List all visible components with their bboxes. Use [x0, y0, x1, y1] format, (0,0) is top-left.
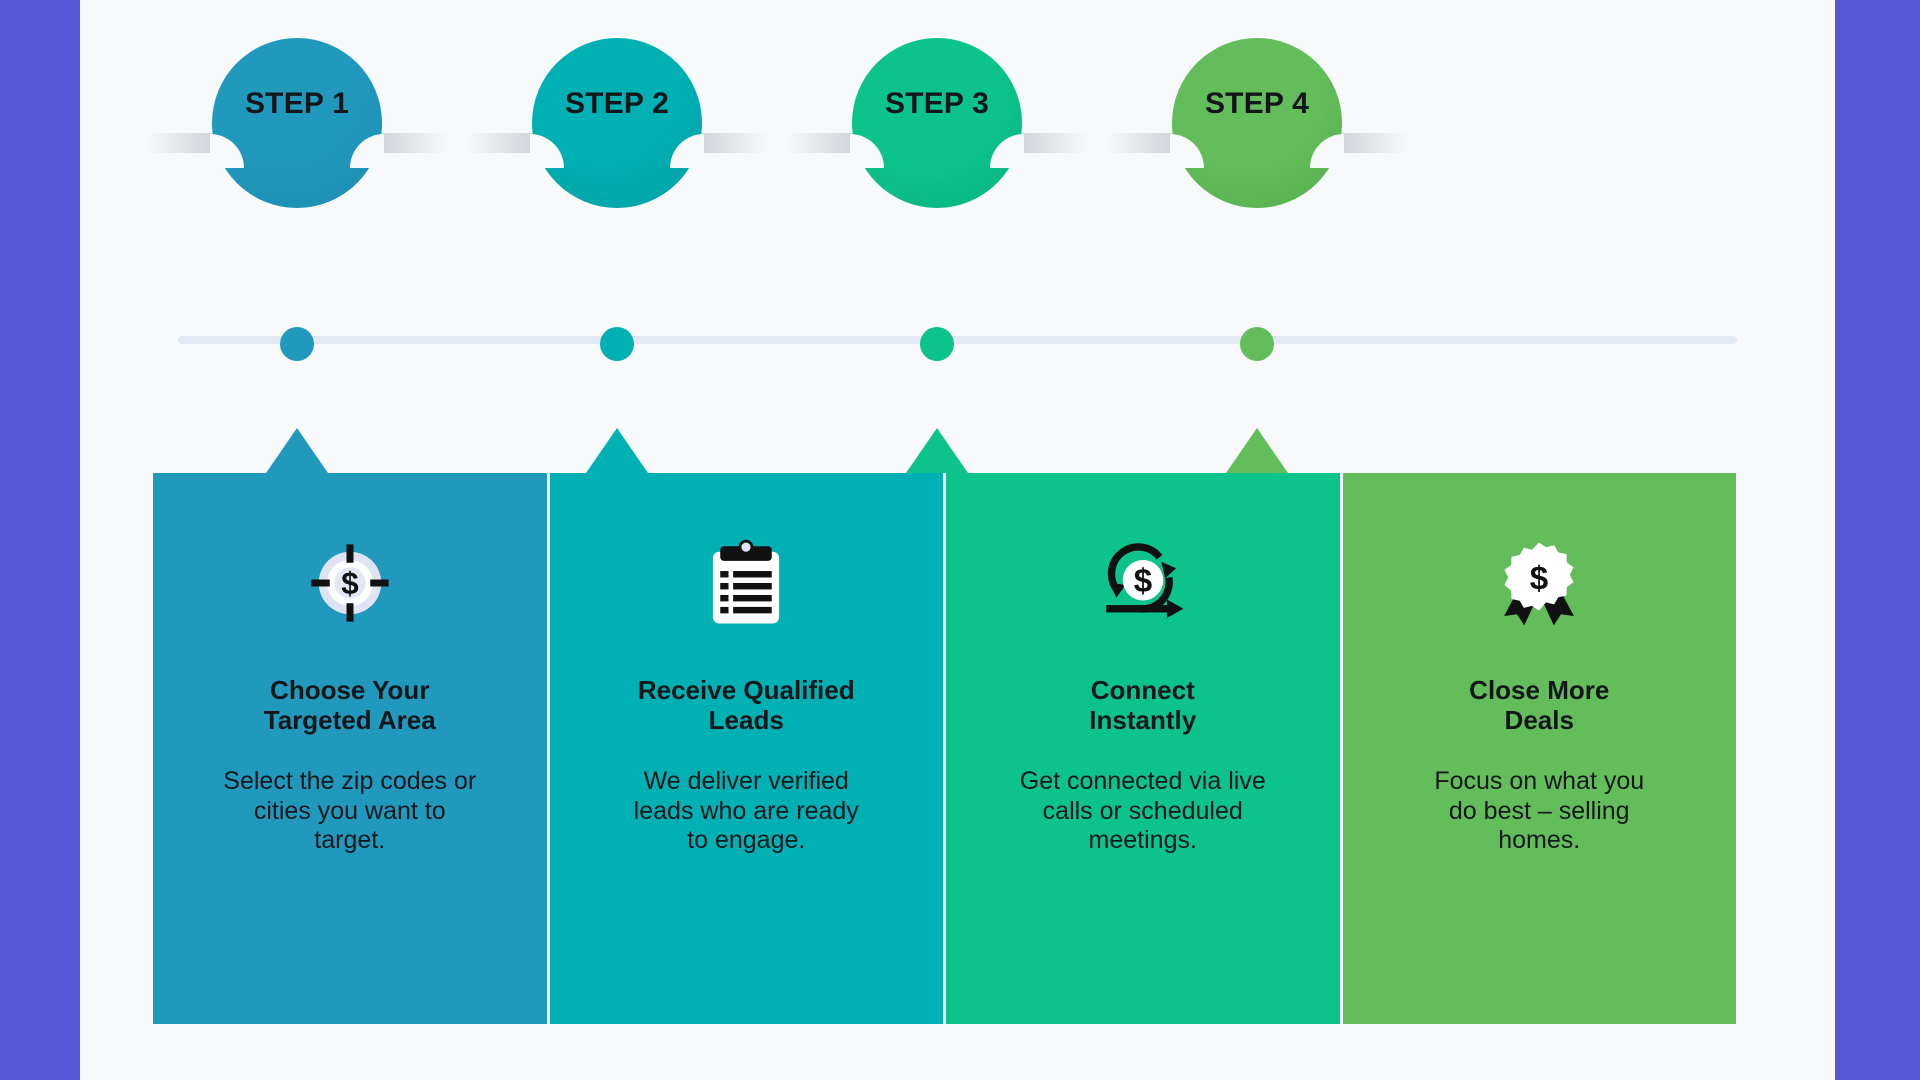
infographic-stage: STEP 1 STEP 2 STEP 3 STEP 4 $ Choose Your T…	[80, 0, 1835, 1080]
card-pointer-3	[906, 428, 968, 473]
step-circle	[532, 38, 702, 208]
target-dollar-icon: $	[302, 535, 398, 631]
card-title: Connect Instantly	[1089, 675, 1197, 736]
money-cycle-icon: $	[1095, 535, 1191, 631]
step-label: STEP 2	[564, 87, 670, 120]
step-shadow-band	[467, 133, 537, 153]
step-shadow-band	[787, 133, 857, 153]
step-shadow-band	[1107, 133, 1177, 153]
card-title: Choose Your Targeted Area	[263, 675, 436, 736]
clipboard-list-icon	[698, 535, 794, 631]
step-circle	[1172, 38, 1342, 208]
card-description: We deliver verified leads who are ready …	[633, 767, 859, 855]
timeline-track	[178, 336, 1737, 344]
card-description: Get connected via live calls or schedule…	[1019, 767, 1266, 855]
timeline-dot-4[interactable]	[1240, 327, 1274, 361]
step-badge-1[interactable]: STEP 1	[210, 38, 384, 218]
step-circle	[852, 38, 1022, 208]
timeline-dot-2[interactable]	[600, 327, 634, 361]
step-label: STEP 4	[1204, 87, 1310, 120]
step-shadow-band	[377, 133, 447, 153]
svg-text:$: $	[341, 566, 358, 601]
card-title: Receive Qualified Leads	[637, 675, 855, 736]
step-badge-2[interactable]: STEP 2	[530, 38, 704, 218]
award-dollar-icon: $	[1491, 535, 1587, 631]
step-card-2[interactable]: Receive Qualified Leads We deliver verifi…	[549, 473, 943, 1024]
step-circles-row: STEP 1 STEP 2 STEP 3 STEP 4	[80, 0, 1835, 240]
card-pointer-4	[1226, 428, 1288, 473]
step-label: STEP 3	[884, 87, 990, 120]
card-pointer-2	[586, 428, 648, 473]
card-description: Focus on what you do best – selling home…	[1434, 767, 1645, 855]
card-description: Select the zip codes or cities you want …	[223, 767, 477, 855]
step-badge-4[interactable]: STEP 4	[1170, 38, 1344, 218]
timeline-dot-1[interactable]	[280, 327, 314, 361]
step-badge-3[interactable]: STEP 3	[850, 38, 1024, 218]
step-shadow-band	[1017, 133, 1087, 153]
svg-text:$: $	[1134, 563, 1152, 600]
step-shadow-band	[147, 133, 217, 153]
svg-text:$: $	[1530, 560, 1548, 597]
card-pointer-1	[266, 428, 328, 473]
step-label: STEP 1	[244, 87, 350, 120]
step-circle	[212, 38, 382, 208]
card-title: Close More Deals	[1469, 675, 1610, 736]
step-shadow-band	[1337, 133, 1407, 153]
step-shadow-band	[697, 133, 767, 153]
timeline-dot-3[interactable]	[920, 327, 954, 361]
